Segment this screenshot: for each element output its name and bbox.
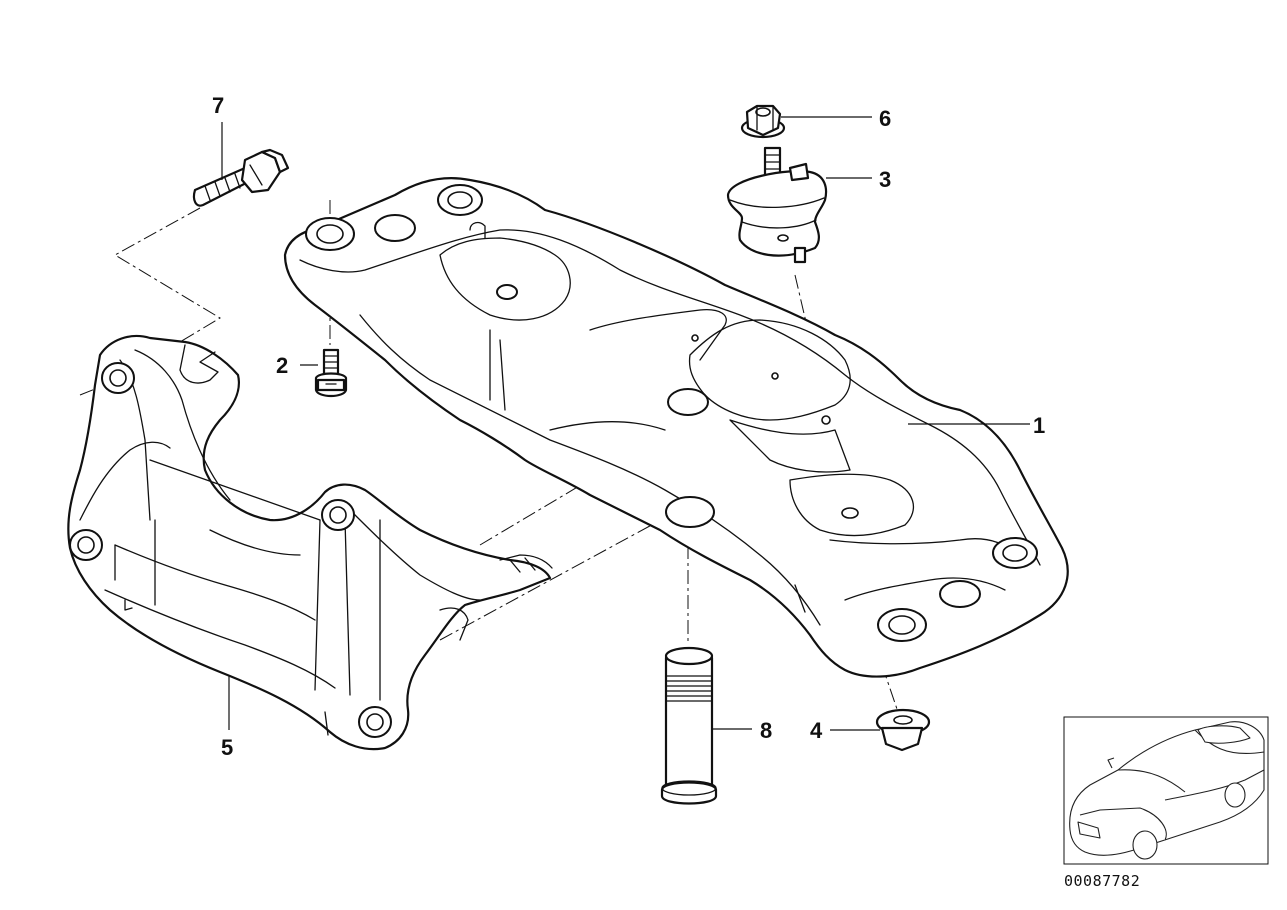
callout-3: 3: [879, 167, 891, 192]
callout-2: 2: [276, 353, 288, 378]
callout-8: 8: [760, 718, 772, 743]
part-3-rubber-mount: [726, 146, 828, 264]
callout-6: 6: [879, 106, 891, 131]
callout-4: 4: [810, 718, 823, 743]
part-4-flange-nut: [875, 708, 931, 752]
part-2-stud-bolt: [314, 348, 348, 398]
part-5-bracket: [67, 334, 553, 751]
callout-1: 1: [1033, 413, 1045, 438]
part-6-nut: [740, 104, 786, 139]
vehicle-locator-inset: [1063, 716, 1269, 865]
car-silhouette-icon: [1069, 721, 1265, 860]
callout-labels: 1 2 3 4 5 6 7 8: [212, 93, 1045, 760]
callout-7: 7: [212, 93, 224, 118]
part-8-pin: [660, 646, 718, 805]
callout-5: 5: [221, 735, 233, 760]
part-7-bolt: [192, 148, 290, 207]
document-number: 00087782: [1064, 872, 1140, 890]
leader-lines: [221, 116, 1030, 731]
part-1-gearbox-support: [283, 177, 1069, 678]
